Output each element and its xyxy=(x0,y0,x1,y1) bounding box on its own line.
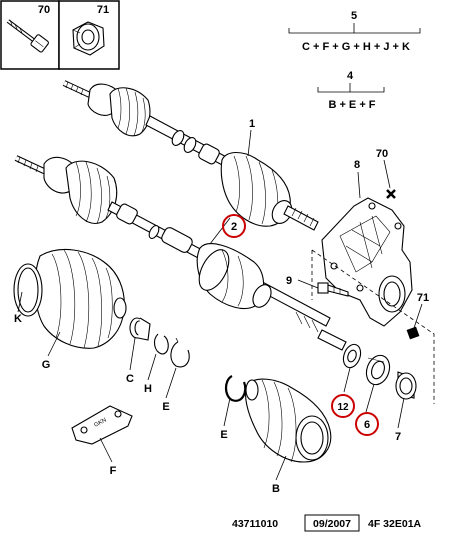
footer-code: 4F 32E01A xyxy=(368,518,422,530)
callout-8: 8 xyxy=(354,159,360,171)
boot-b-part xyxy=(245,378,332,463)
assembly-4-number: 4 xyxy=(347,70,354,82)
assembly-4-legend: 4 B + E + F xyxy=(317,70,385,111)
callout-7: 7 xyxy=(395,431,401,443)
callout-f: F xyxy=(110,465,117,477)
highlight-circle-2 xyxy=(222,214,246,238)
circlip-e-upper-part xyxy=(170,337,190,368)
highlight-circle-12 xyxy=(331,394,355,418)
callout-71: 71 xyxy=(417,292,429,304)
boot-g-part xyxy=(13,249,127,349)
callout-70: 70 xyxy=(376,148,388,160)
seal-ring-12-part xyxy=(342,343,362,369)
assembly-5-legend: 5 C + F + G + H + J + K xyxy=(288,10,421,53)
highlight-circle-6 xyxy=(355,412,379,436)
assembly-5-number: 5 xyxy=(351,10,357,22)
callout-e-upper: E xyxy=(162,401,169,413)
callout-12: 12 xyxy=(337,402,349,413)
lower-driveshaft xyxy=(14,155,347,351)
callout-b: B xyxy=(272,483,280,495)
assembly-4-formula: B + E + F xyxy=(328,99,375,111)
callout-g: G xyxy=(42,359,51,371)
callout-9: 9 xyxy=(286,275,292,287)
callouts: 1 2 8 70 9 71 K G C H E E F B 12 6 7 xyxy=(14,118,429,495)
plate-text: GKN xyxy=(93,417,107,428)
circlip-e-lower-part xyxy=(224,375,247,402)
upper-driveshaft xyxy=(62,80,319,231)
legend-box-71: 71 xyxy=(58,0,120,70)
nut-icon xyxy=(72,21,105,56)
plate-f-part: GKN xyxy=(71,405,133,445)
nut-71-part xyxy=(406,326,420,340)
collar-c-part xyxy=(129,317,151,341)
callout-k: K xyxy=(14,313,22,325)
footer-date-box xyxy=(304,514,360,532)
bearing-6-part xyxy=(365,354,391,386)
footer-ref: 43711010 xyxy=(232,518,278,530)
callout-6: 6 xyxy=(364,419,370,431)
bearing-bracket-part xyxy=(311,197,435,404)
callout-2: 2 xyxy=(231,221,237,233)
callout-1: 1 xyxy=(249,118,255,130)
bolt-icon xyxy=(6,19,49,53)
callout-h: H xyxy=(144,383,152,395)
clip-h-part xyxy=(153,333,169,355)
callout-e-lower: E xyxy=(220,429,227,441)
legend-box-70: 70 xyxy=(0,0,60,70)
legend-label-71: 71 xyxy=(97,4,109,16)
bushing-7-part xyxy=(395,371,417,400)
assembly-5-formula: C + F + G + H + J + K xyxy=(302,41,410,53)
leader-lines xyxy=(17,129,423,481)
screw-70-part xyxy=(386,189,396,199)
footer-date: 09/2007 xyxy=(313,518,351,530)
legend-label-70: 70 xyxy=(38,4,50,16)
footer: 43711010 09/2007 4F 32E01A xyxy=(232,514,422,532)
callout-c: C xyxy=(126,373,134,385)
